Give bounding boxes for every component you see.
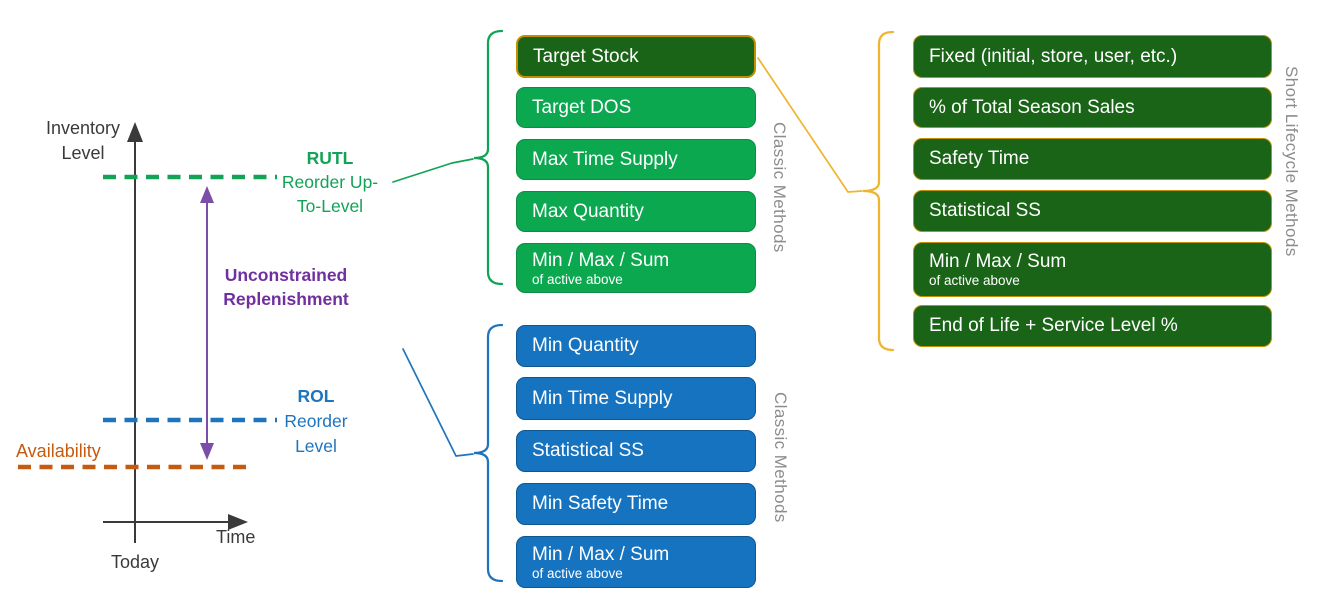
method-label: Fixed (initial, store, user, etc.) (929, 45, 1178, 67)
target-stock-connector-line (757, 57, 863, 193)
method-sublabel: of active above (929, 273, 1020, 288)
method-sublabel: of active above (532, 271, 623, 287)
method-label: % of Total Season Sales (929, 96, 1135, 118)
method-box-min-safety-time: Min Safety Time (516, 483, 756, 525)
short-lifecycle-methods-side-label: Short Lifecycle Methods (1282, 66, 1301, 257)
method-label: Min Quantity (532, 335, 639, 356)
y-axis-label: Inventory Level (30, 116, 136, 166)
method-box-target-dos: Target DOS (516, 87, 756, 128)
classic-methods-lower-side-label: Classic Methods (771, 392, 790, 523)
method-label: Target DOS (532, 96, 632, 118)
method-box-statistical-ss-lower: Statistical SS (516, 430, 756, 472)
method-box-pct-total-season-sales: % of Total Season Sales (913, 87, 1272, 128)
rol-connector-line (402, 348, 474, 457)
rol-desc-line2: Level (295, 436, 337, 456)
classic-lower-brace (473, 323, 504, 583)
rol-desc-line1: Reorder (284, 411, 348, 431)
classic-upper-brace (473, 29, 504, 286)
method-label: Min Time Supply (532, 387, 673, 409)
rol-abbr: ROL (297, 386, 335, 406)
x-axis-label: Time (216, 527, 256, 547)
unconstrained-line1: Unconstrained (224, 265, 348, 285)
method-box-min-max-sum-right: Min / Max / Sum of active above (913, 242, 1272, 297)
method-box-target-stock: Target Stock (516, 35, 756, 78)
rutl-label: RUTL Reorder Up- To-Level (262, 146, 398, 218)
method-box-statistical-ss-right: Statistical SS (913, 190, 1272, 232)
method-box-safety-time: Safety Time (913, 138, 1272, 180)
method-box-min-max-sum-lower: Min / Max / Sum of active above (516, 536, 756, 588)
method-label: End of Life + Service Level % (929, 315, 1178, 336)
unconstrained-replenishment-label: Unconstrained Replenishment (206, 263, 366, 311)
unconstrained-line2: Replenishment (223, 289, 349, 309)
method-box-min-time-supply: Min Time Supply (516, 377, 756, 420)
rutl-abbr: RUTL (306, 148, 354, 168)
rutl-desc-line2: To-Level (296, 196, 364, 216)
y-axis-label-line2: Level (61, 143, 105, 163)
method-sublabel: of active above (532, 565, 623, 581)
availability-label: Availability (16, 441, 101, 461)
method-label: Statistical SS (929, 200, 1041, 221)
rol-label: ROL Reorder Level (266, 384, 366, 459)
method-label: Min / Max / Sum (532, 249, 670, 271)
classic-methods-upper-side-label: Classic Methods (770, 122, 789, 253)
method-label: Max Quantity (532, 200, 644, 222)
method-label: Max Time Supply (532, 148, 678, 170)
method-label: Safety Time (929, 148, 1030, 169)
method-box-fixed: Fixed (initial, store, user, etc.) (913, 35, 1272, 78)
method-label: Min Safety Time (532, 493, 669, 514)
method-box-end-of-life: End of Life + Service Level % (913, 305, 1272, 347)
method-box-max-time-supply: Max Time Supply (516, 139, 756, 180)
method-box-min-max-sum-upper: Min / Max / Sum of active above (516, 243, 756, 293)
method-label: Target Stock (533, 45, 639, 67)
rutl-connector-line (392, 158, 474, 183)
method-box-min-quantity: Min Quantity (516, 325, 756, 367)
y-axis-label-line1: Inventory (45, 118, 121, 138)
method-label: Min / Max / Sum (532, 543, 670, 565)
rutl-desc-line1: Reorder Up- (281, 172, 379, 192)
today-label: Today (111, 552, 160, 572)
short-lifecycle-brace (862, 30, 895, 352)
method-label: Statistical SS (532, 440, 644, 461)
method-label: Min / Max / Sum (929, 251, 1067, 272)
method-box-max-quantity: Max Quantity (516, 191, 756, 232)
